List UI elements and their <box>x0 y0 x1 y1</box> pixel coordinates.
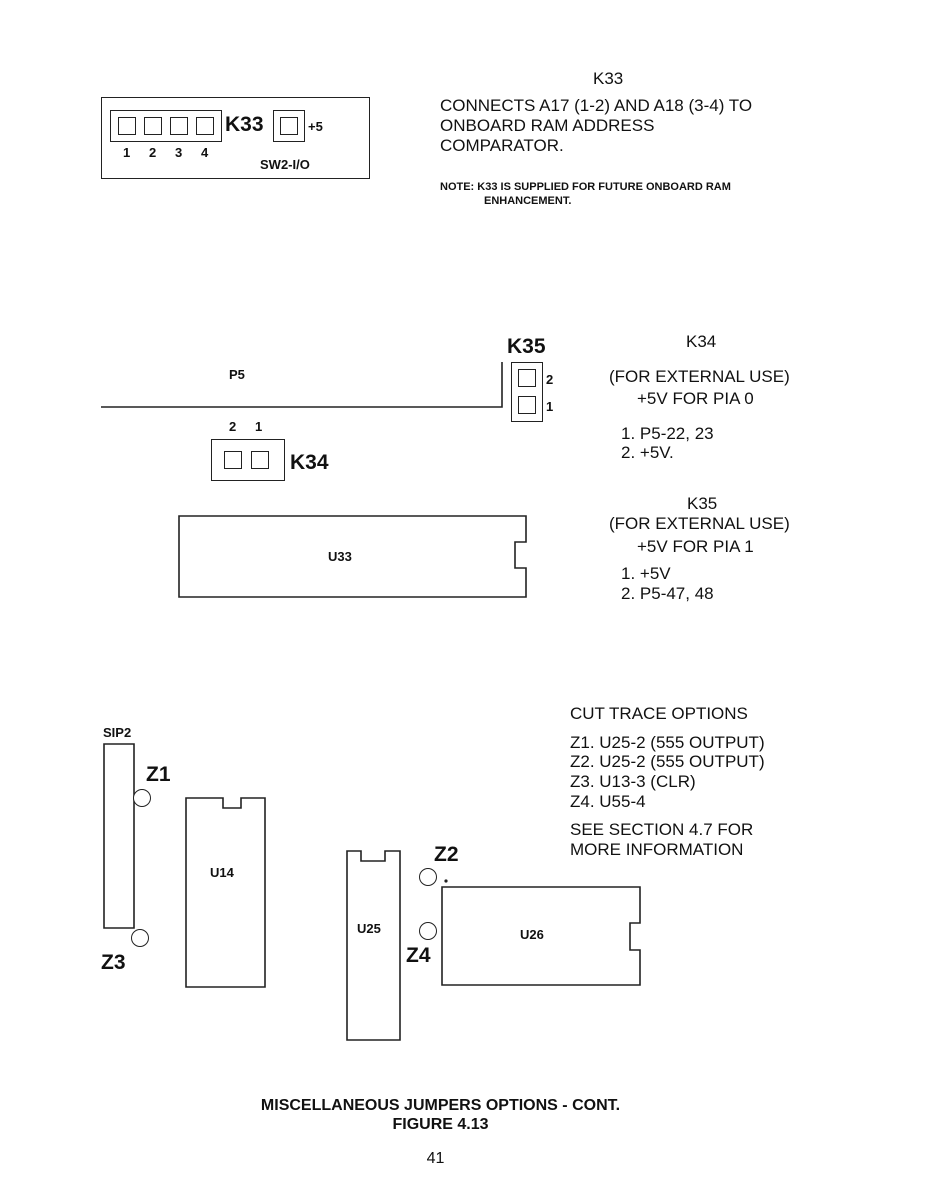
k33-pin-2 <box>144 117 162 135</box>
sw2-io-label: SW2-I/O <box>260 157 310 172</box>
k33-pin-number-3: 3 <box>175 145 183 160</box>
z1-label: Z1 <box>146 763 171 786</box>
page-number: 41 <box>426 1150 445 1167</box>
k35-jumper-block <box>511 362 543 422</box>
z3-pad <box>131 929 149 947</box>
u33-label: U33 <box>328 549 352 564</box>
k34-pin-2 <box>224 451 242 469</box>
sip2-label: SIP2 <box>103 725 132 740</box>
k33-desc-line-1: CONNECTS A17 (1-2) AND A18 (3-4) TO <box>440 96 753 115</box>
k33-pin-3 <box>170 117 188 135</box>
k34-item-1: 1. P5-22, 23 <box>621 424 714 443</box>
figure-number: FIGURE 4.13 <box>392 1116 489 1133</box>
cut-trace-heading: CUT TRACE OPTIONS <box>570 704 748 723</box>
k33-note-line-1: NOTE: K33 IS SUPPLIED FOR FUTURE ONBOARD… <box>440 181 731 193</box>
k33-jumper-block <box>110 110 222 142</box>
k35-line-1: (FOR EXTERNAL USE) <box>609 514 790 533</box>
cut-trace-item-3: Z3. U13-3 (CLR) <box>570 772 696 791</box>
k35-item-1: 1. +5V <box>621 564 671 583</box>
k35-pin-2 <box>518 369 536 387</box>
cut-trace-item-4: Z4. U55-4 <box>570 792 646 811</box>
k33-desc-line-3: COMPARATOR. <box>440 136 564 155</box>
k33-diagram-label: K33 <box>225 113 264 136</box>
k33-pin-4 <box>196 117 214 135</box>
cut-trace-item-2: Z2. U25-2 (555 OUTPUT) <box>570 752 765 771</box>
k35-heading: K35 <box>687 494 718 513</box>
k35-line-2: +5V FOR PIA 1 <box>637 537 754 556</box>
k34-pin-number-2: 2 <box>229 419 237 434</box>
cut-trace-footer-2: MORE INFORMATION <box>570 840 744 859</box>
k35-pin-number-1: 1 <box>546 399 554 414</box>
cut-trace-item-1: Z1. U25-2 (555 OUTPUT) <box>570 733 765 752</box>
k34-item-2: 2. +5V. <box>621 443 674 462</box>
k34-heading: K34 <box>686 332 717 351</box>
z4-pad <box>419 922 437 940</box>
k35-item-2: 2. P5-47, 48 <box>621 584 714 603</box>
k33-desc-line-2: ONBOARD RAM ADDRESS <box>440 116 655 135</box>
z2-pad <box>419 868 437 886</box>
k34-pin-1 <box>251 451 269 469</box>
k33-pin-number-1: 1 <box>123 145 131 160</box>
z4-label: Z4 <box>406 944 431 967</box>
cut-trace-footer-1: SEE SECTION 4.7 FOR <box>570 820 754 839</box>
k34-pin-number-1: 1 <box>255 419 263 434</box>
k33-pin-number-4: 4 <box>201 145 209 160</box>
k35-pin-number-2: 2 <box>546 372 554 387</box>
k33-pin-1 <box>118 117 136 135</box>
k33-board-outline <box>101 97 370 179</box>
k33-pin-number-2: 2 <box>149 145 157 160</box>
k35-pin-1 <box>518 396 536 414</box>
u25-label: U25 <box>357 921 381 936</box>
k34-line-2: +5V FOR PIA 0 <box>637 389 754 408</box>
z2-label: Z2 <box>434 843 459 866</box>
k35-diagram-label: K35 <box>507 335 546 358</box>
p5-label: P5 <box>229 367 245 382</box>
u26-label: U26 <box>520 927 544 942</box>
z1-pad <box>133 789 151 807</box>
k33-heading: K33 <box>593 69 624 88</box>
plus5-label: +5 <box>308 119 323 134</box>
figure-caption-title: MISCELLANEOUS JUMPERS OPTIONS - CONT. <box>260 1097 621 1114</box>
z3-label: Z3 <box>101 951 126 974</box>
sw2-jumper-block <box>273 110 305 142</box>
k34-line-1: (FOR EXTERNAL USE) <box>609 367 790 386</box>
sw2-pin <box>280 117 298 135</box>
k34-diagram-label: K34 <box>290 451 329 474</box>
u14-label: U14 <box>210 865 234 880</box>
k34-jumper-block <box>211 439 285 481</box>
k33-note-line-2: ENHANCEMENT. <box>484 195 572 207</box>
